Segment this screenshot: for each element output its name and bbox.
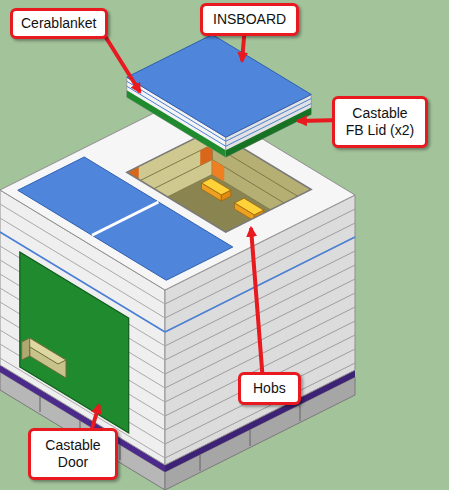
hob-brick [235,203,255,221]
callout-text: Cerablanket [21,15,97,32]
door-handle [22,338,66,364]
firebox-wall [127,130,213,218]
callout-label: Castable Door [28,428,118,480]
leader-arrow [251,228,263,382]
lid-insboard [127,35,312,138]
hob-brick [202,183,222,201]
orange-brick [212,160,224,182]
callout-label: Hobs [238,372,301,405]
door-handle [22,338,30,360]
castable-door [20,252,129,433]
panel-joint [92,202,159,235]
callout-text: Hobs [253,380,286,397]
hob-brick [221,190,231,201]
brick-course [127,145,312,220]
callout-label: INSBOARD [200,3,299,36]
callout-text: INSBOARD [213,11,286,28]
callout-text: Castable FB Lid (x2) [344,105,416,139]
callout-label: Cerablanket [10,8,108,39]
leader-arrow [100,28,140,92]
callout-label: Castable FB Lid (x2) [332,96,428,148]
callout-text: Castable Door [43,437,103,471]
